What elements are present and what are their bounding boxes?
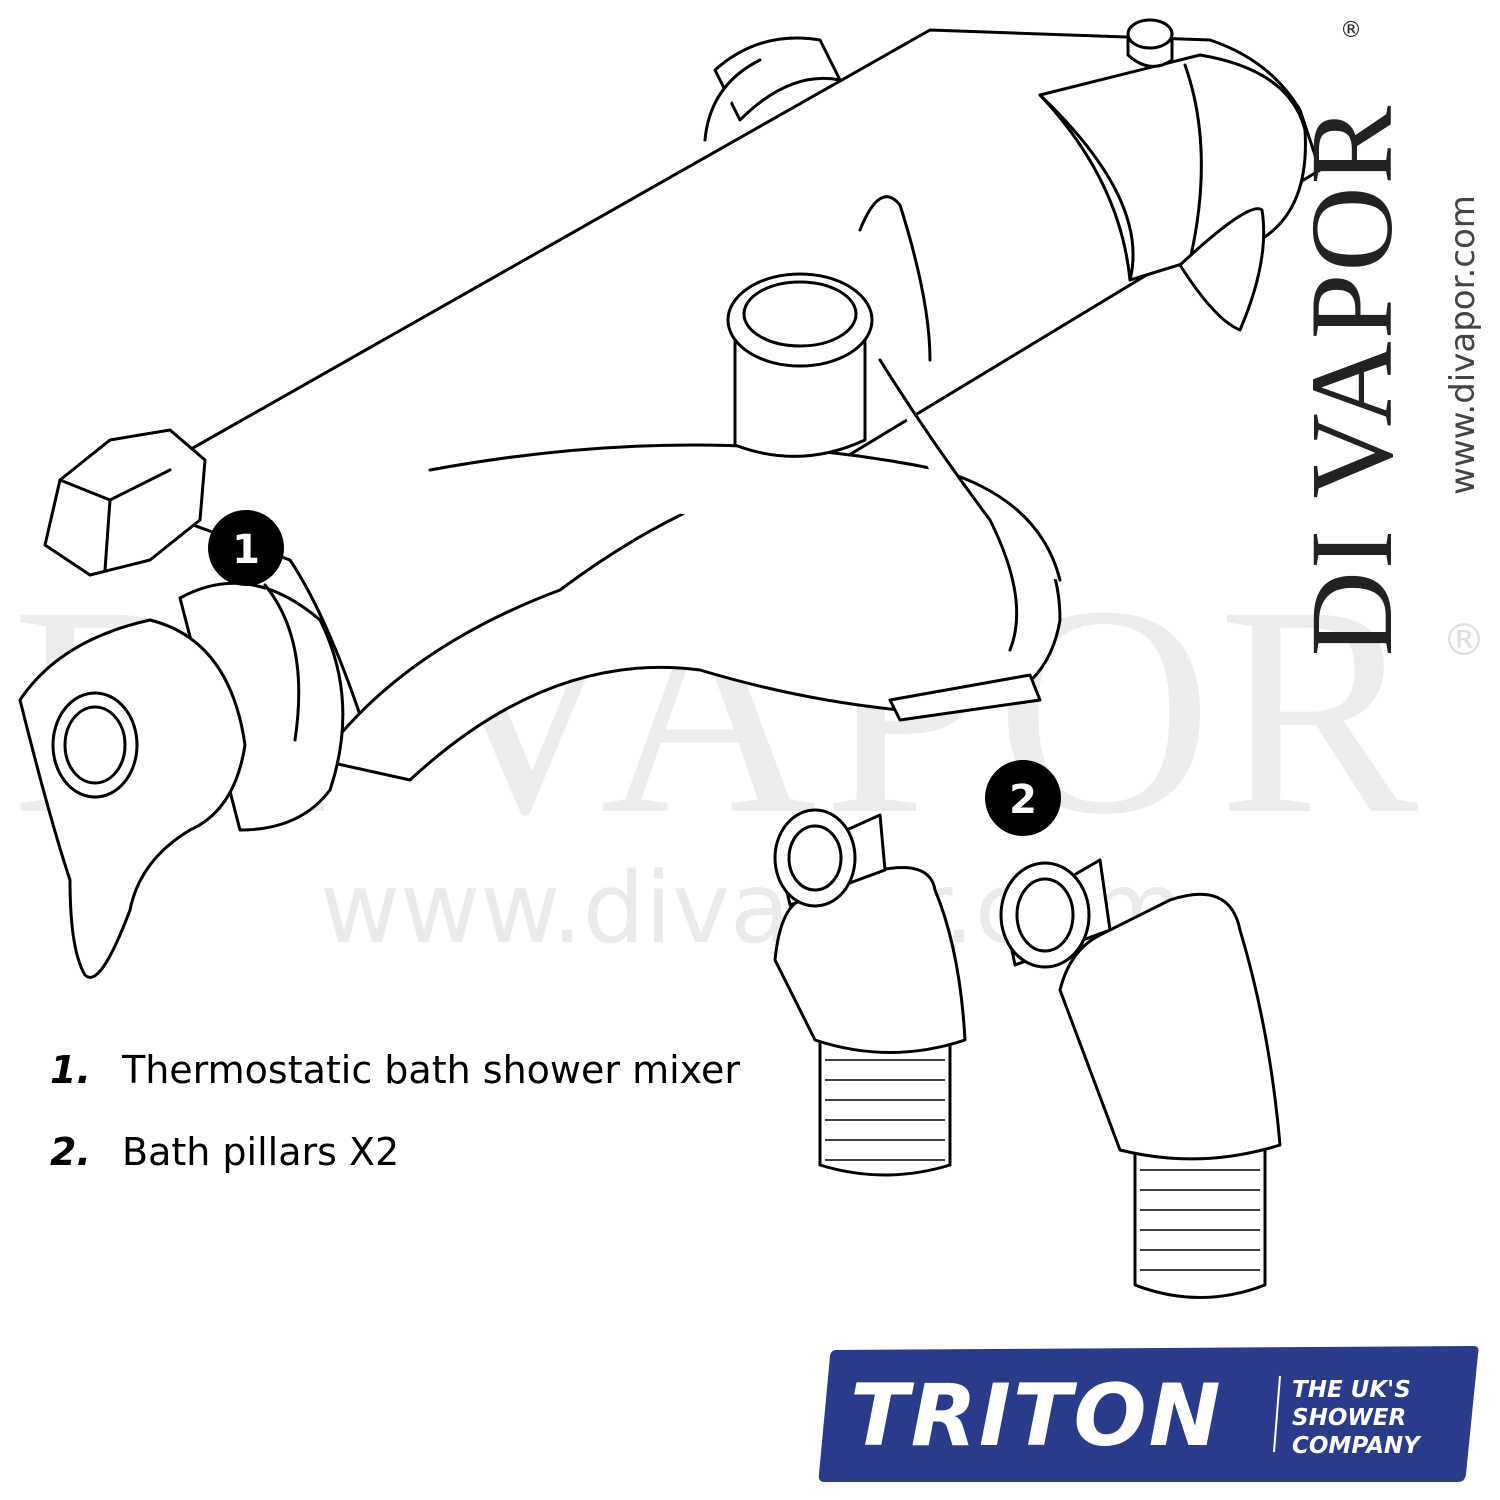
triton-logo [818,1346,1479,1482]
bath-pillar-right [999,858,1282,1299]
brand-registered-mark: ® [1340,18,1362,43]
triton-logo-tagline: THE UK'S SHOWER COMPANY [1292,1376,1442,1460]
bath-pillar-left [773,808,967,1177]
callout-2-number: 2 [1009,777,1037,823]
parts-legend: 1. Thermostatic bath shower mixer 2. Bat… [50,1048,740,1212]
left-inlet-nut [43,428,207,577]
legend-item: 2. Bath pillars X2 [50,1130,740,1212]
brand-url-vertical: www.divapor.com [1443,195,1483,495]
brand-name-vertical: DI VAPOR [1286,103,1417,657]
legend-text: Bath pillars X2 [122,1130,400,1174]
legend-item: 1. Thermostatic bath shower mixer [50,1048,740,1130]
callout-1-number: 1 [232,527,260,573]
legend-number: 1. [50,1048,91,1092]
legend-text: Thermostatic bath shower mixer [122,1048,740,1092]
triton-logo-divider [1273,1375,1281,1453]
triton-logo-name: TRITON [850,1366,1223,1466]
callout-2: 2 [985,760,1061,836]
legend-number: 2. [50,1130,91,1174]
triton-tagline-line: THE UK'S [1292,1377,1411,1403]
triton-logo-background [818,1346,1479,1482]
watermark-registered-mark: ® [1442,615,1486,666]
triton-tagline-line: SHOWER [1292,1405,1407,1431]
triton-tagline-line: COMPANY [1292,1433,1420,1459]
temperature-lever [1178,207,1266,332]
callout-1: 1 [208,510,284,586]
diverter-knob [733,333,867,458]
spout-outlet [888,673,1042,722]
